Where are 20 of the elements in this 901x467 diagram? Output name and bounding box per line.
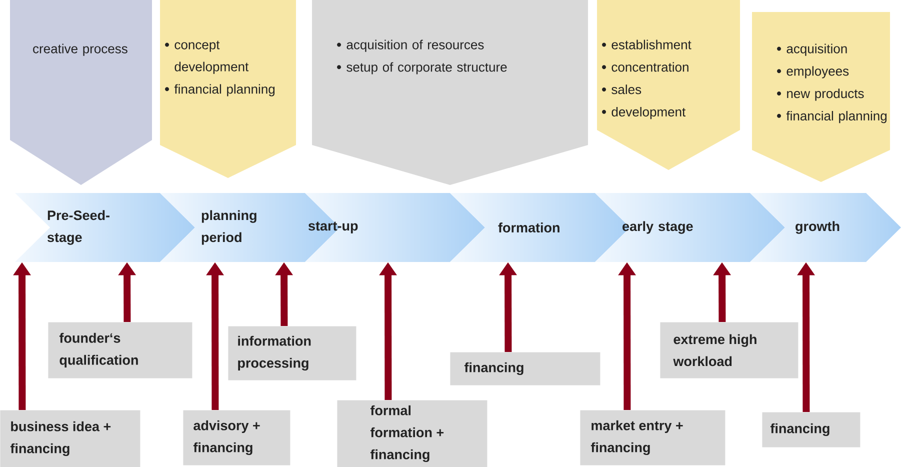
stage-chevron: growth [796, 221, 840, 234]
stage-chevron: Pre-Seed-stage [47, 210, 110, 245]
stage-chevron: planning period [202, 210, 256, 245]
label-box: business idea + financing [0, 410, 140, 467]
stage-box: acquisition of resources setup of corporate structure [312, 0, 588, 185]
label-box: financing [762, 412, 860, 448]
stage-box: concept development financial planning [160, 0, 296, 178]
label-box: information processing [228, 326, 356, 380]
label-box: founder‘s qualification [48, 322, 192, 378]
stage-box: establishment concentration sales development [597, 0, 740, 170]
label-box: formal formation + financing [337, 400, 488, 467]
label-box: extreme high workload [660, 322, 798, 378]
stage-box: acquisition employees new products financial planning [752, 12, 890, 182]
label-box: financing [450, 352, 600, 386]
label-box: market entry + financing [580, 410, 726, 466]
stage-chevron: start-up [308, 222, 358, 234]
stage-chevron: early stage [622, 221, 693, 234]
label-box: advisory + financing [183, 410, 290, 466]
stage-chevron: formation [498, 222, 560, 232]
stage-box: creative process [10, 0, 152, 185]
